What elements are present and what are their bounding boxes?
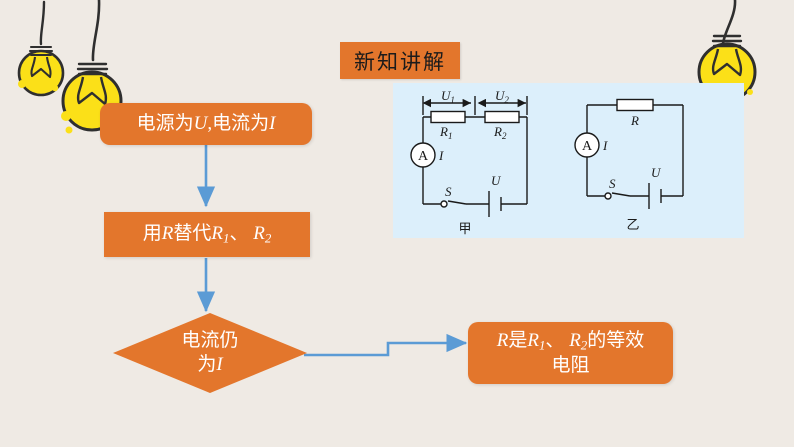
label-ammeter-right: A	[582, 139, 593, 154]
section-title: 新知讲解	[340, 42, 460, 79]
label-battery-right: U	[651, 165, 662, 180]
connector-decision-to-result	[304, 333, 468, 357]
left-circuit-group	[410, 96, 528, 217]
caption-right: 乙	[626, 217, 639, 232]
flow-node-source-text: 电源为U,电流为I	[136, 113, 276, 135]
label-switch-left: S	[445, 184, 452, 199]
right-circuit-labels: R A I S U 乙	[582, 113, 662, 232]
label-switch-right: S	[609, 176, 616, 191]
label-r2: R2	[493, 124, 507, 141]
label-current-left: I	[438, 148, 444, 163]
circuit-diagram-panel: U1 U2 R1 R2 A I S U 甲	[393, 83, 744, 238]
label-r1: R1	[439, 124, 452, 141]
flow-node-result[interactable]: R是R1、 R2的等效电阻	[468, 322, 673, 384]
flow-node-source[interactable]: 电源为U,电流为I	[100, 103, 312, 145]
right-circuit-group	[574, 98, 684, 209]
flow-node-replace[interactable]: 用R替代R1、 R2	[104, 212, 310, 257]
label-u2: U2	[495, 88, 509, 105]
label-ammeter-left: A	[418, 149, 429, 164]
flow-node-decision[interactable]: 电流仍为I	[113, 313, 307, 393]
caption-left: 甲	[458, 221, 471, 236]
label-r-right: R	[630, 113, 639, 128]
bulb-top-left-icon	[17, 0, 65, 97]
flow-node-decision-text: 电流仍为I	[181, 330, 239, 375]
label-current-right: I	[602, 138, 608, 153]
section-title-text: 新知讲解	[354, 49, 446, 74]
flow-connectors	[196, 142, 216, 313]
label-battery-left: U	[491, 173, 502, 188]
label-u1: U1	[441, 88, 455, 105]
flow-node-replace-text: 用R替代R1、 R2	[142, 223, 272, 246]
circuit-diagram-svg: U1 U2 R1 R2 A I S U 甲	[410, 88, 684, 236]
flow-node-result-text: R是R1、 R2的等效电阻	[496, 330, 645, 376]
